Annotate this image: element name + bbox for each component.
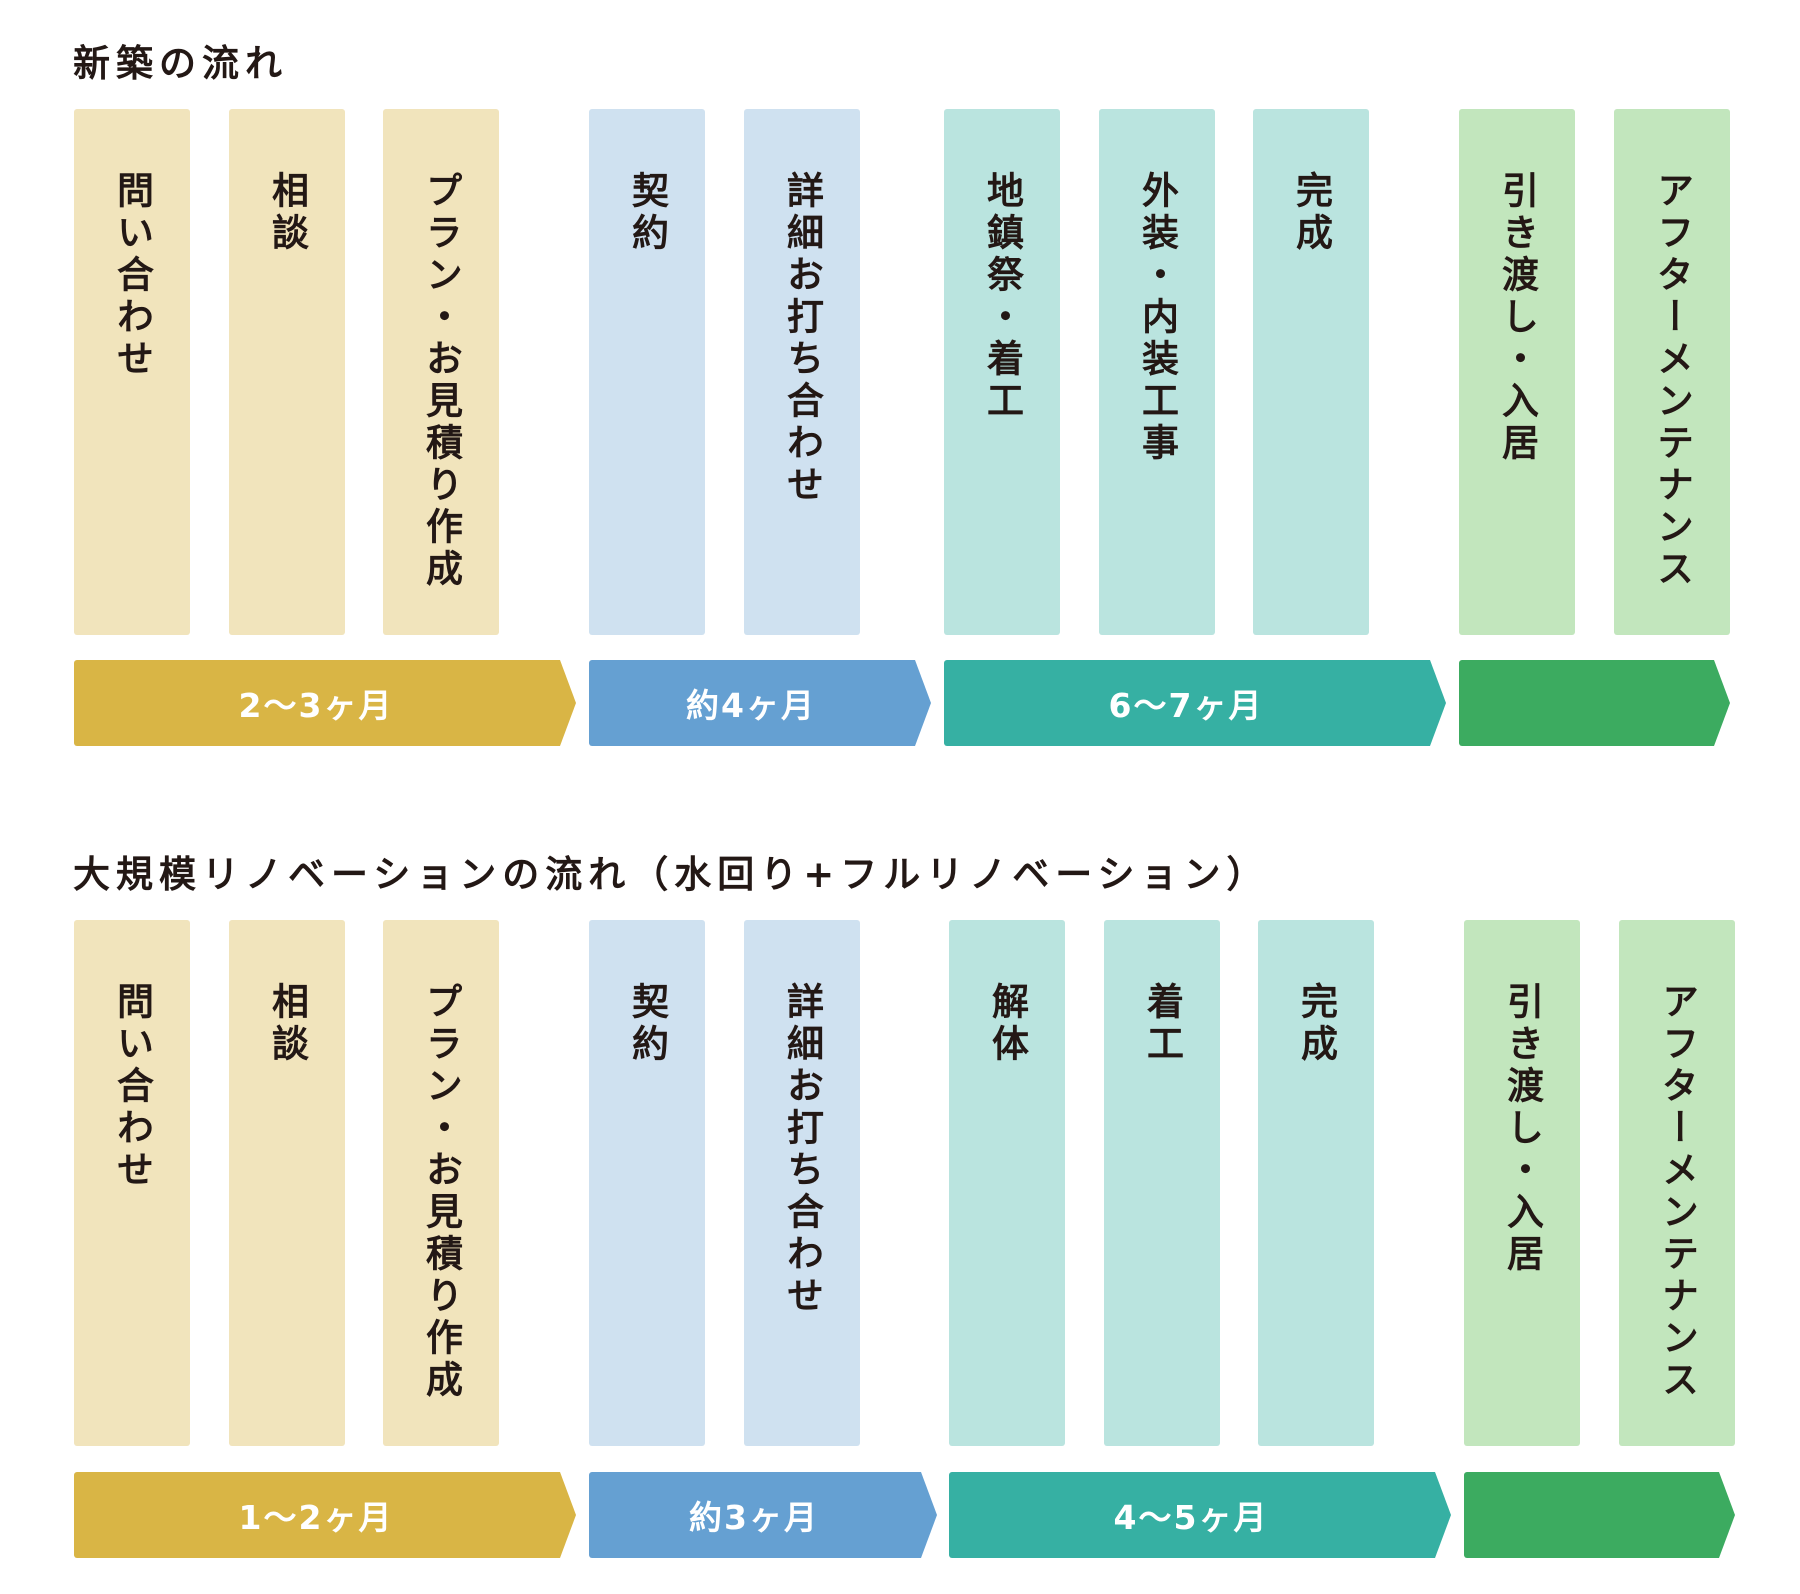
duration-arrow-phase1: 2〜3ヶ月 <box>74 660 576 746</box>
step-box-plan-estimate: プラン・お見積り作成 <box>383 920 499 1446</box>
step-label: 引き渡し・入居 <box>1495 171 1539 465</box>
step-box-contract: 契約 <box>589 109 705 635</box>
step-label: プラン・お見積り作成 <box>419 171 463 591</box>
step-label: プラン・お見積り作成 <box>419 982 463 1402</box>
step-label: アフターメンテナンス <box>1655 982 1699 1402</box>
step-box-aftercare: アフターメンテナンス <box>1619 920 1735 1446</box>
duration-label: 1〜2ヶ月 <box>238 1498 394 1537</box>
step-label: 引き渡し・入居 <box>1500 982 1544 1276</box>
step-box-handover: 引き渡し・入居 <box>1459 109 1575 635</box>
step-box-plan-estimate: プラン・お見積り作成 <box>383 109 499 635</box>
step-label: 解体 <box>985 982 1029 1066</box>
duration-arrow-phase4 <box>1464 1472 1735 1558</box>
step-box-construction: 外装・内装工事 <box>1099 109 1215 635</box>
duration-arrow-phase3: 6〜7ヶ月 <box>944 660 1446 746</box>
step-box-completion: 完成 <box>1253 109 1369 635</box>
step-label: 相談 <box>265 982 309 1066</box>
duration-arrow-phase4 <box>1459 660 1730 746</box>
step-box-contract: 契約 <box>589 920 705 1446</box>
duration-arrow-phase1: 1〜2ヶ月 <box>74 1472 576 1558</box>
step-box-completion: 完成 <box>1258 920 1374 1446</box>
flow-title-new-build: 新築の流れ <box>73 42 288 85</box>
duration-arrow-phase3: 4〜5ヶ月 <box>949 1472 1451 1558</box>
step-label: 完成 <box>1289 171 1333 255</box>
flow-title-renovation: 大規模リノベーションの流れ（水回り+フルリノベーション） <box>73 853 1270 896</box>
step-label: 地鎮祭・着工 <box>980 171 1024 423</box>
step-box-inquiry: 問い合わせ <box>74 109 190 635</box>
duration-label: 約4ヶ月 <box>686 686 816 725</box>
step-label: 契約 <box>625 171 669 255</box>
step-box-handover: 引き渡し・入居 <box>1464 920 1580 1446</box>
step-box-detail-meeting: 詳細お打ち合わせ <box>744 109 860 635</box>
step-box-consultation: 相談 <box>229 920 345 1446</box>
duration-label: 約3ヶ月 <box>689 1498 819 1537</box>
step-label: 詳細お打ち合わせ <box>780 171 824 507</box>
step-box-aftercare: アフターメンテナンス <box>1614 109 1730 635</box>
step-label: 詳細お打ち合わせ <box>780 982 824 1318</box>
step-box-detail-meeting: 詳細お打ち合わせ <box>744 920 860 1446</box>
duration-label: 4〜5ヶ月 <box>1113 1498 1269 1537</box>
step-label: 契約 <box>625 982 669 1066</box>
step-label: 相談 <box>265 171 309 255</box>
step-label: 完成 <box>1294 982 1338 1066</box>
step-box-groundbreaking: 地鎮祭・着工 <box>944 109 1060 635</box>
step-box-consultation: 相談 <box>229 109 345 635</box>
duration-label: 2〜3ヶ月 <box>238 686 394 725</box>
step-label: 着工 <box>1140 982 1184 1066</box>
step-box-construction-start: 着工 <box>1104 920 1220 1446</box>
duration-arrow-phase2: 約4ヶ月 <box>589 660 931 746</box>
step-label: アフターメンテナンス <box>1650 171 1694 591</box>
step-label: 外装・内装工事 <box>1135 171 1179 465</box>
step-box-demolition: 解体 <box>949 920 1065 1446</box>
duration-arrow-phase2: 約3ヶ月 <box>589 1472 937 1558</box>
step-box-inquiry: 問い合わせ <box>74 920 190 1446</box>
step-label: 問い合わせ <box>110 982 154 1192</box>
duration-label: 6〜7ヶ月 <box>1108 686 1264 725</box>
step-label: 問い合わせ <box>110 171 154 381</box>
